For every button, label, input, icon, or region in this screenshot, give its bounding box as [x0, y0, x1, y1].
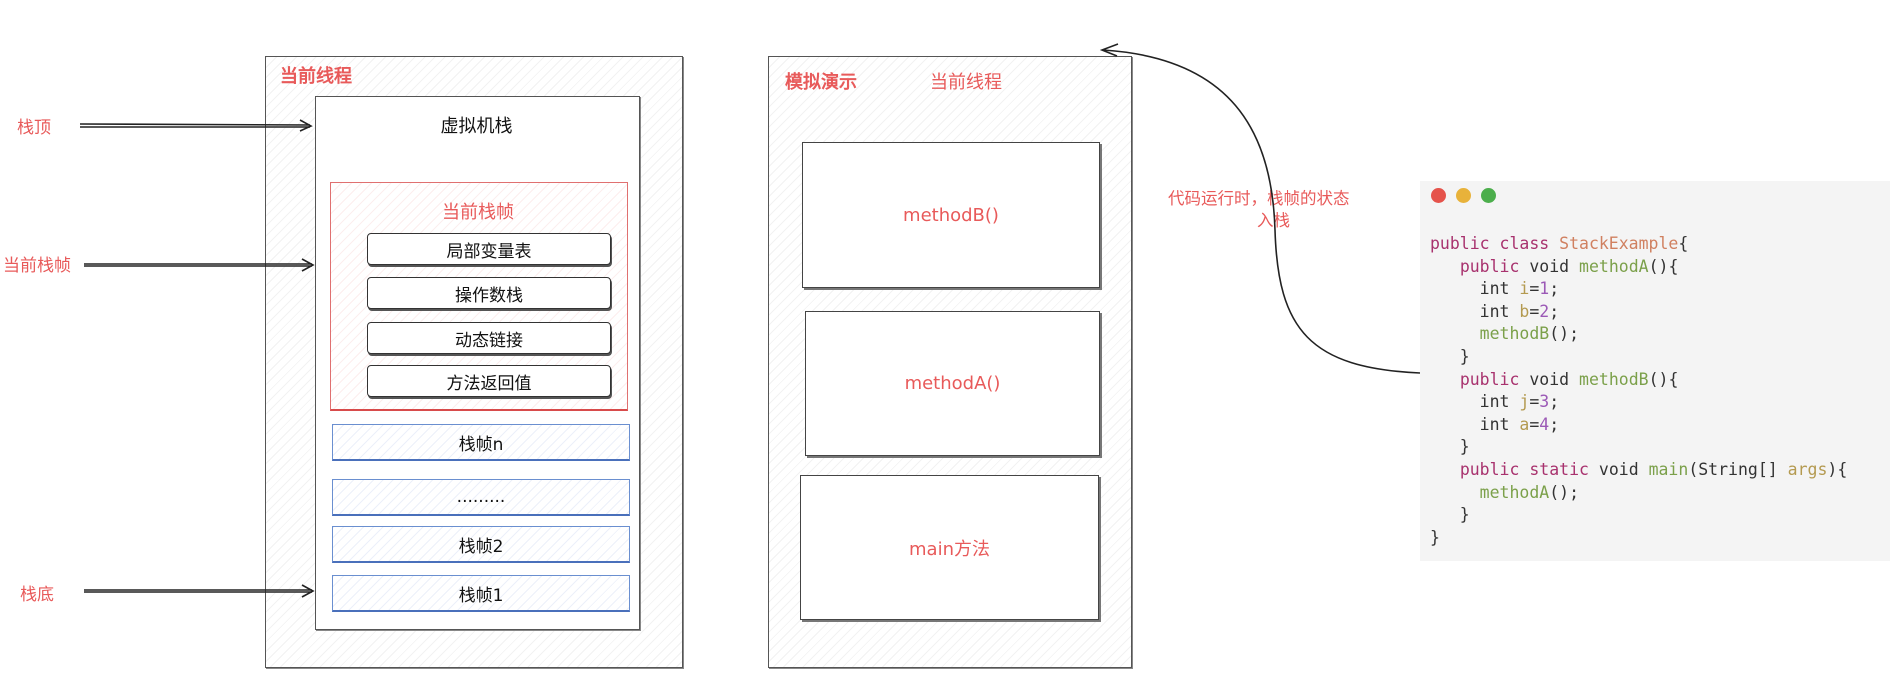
jvm-stack-title: 虚拟机栈 [440, 116, 513, 137]
thread-title: 当前线程 [280, 66, 352, 87]
operand-stack: 操作数栈 [367, 277, 611, 309]
frame-ellipsis: ......... [332, 479, 630, 516]
code-line: } [1430, 346, 1470, 366]
arrow-push-curve [1102, 49, 1421, 374]
demo-title: 模拟演示 [785, 72, 857, 93]
annotation-line-2: 入栈 [1257, 211, 1290, 230]
code-line: int b=2; [1430, 301, 1560, 321]
arrow-stack-bottom-head [301, 584, 315, 598]
code-line: int i=1; [1430, 279, 1560, 299]
demo-thread-title: 当前线程 [930, 72, 1002, 93]
code-line: public void methodA(){ [1459, 256, 1679, 276]
code-line: public void methodB(){ [1459, 369, 1679, 389]
main-method-frame: main方法 [800, 475, 1099, 620]
method-b-frame: methodB() [802, 142, 1100, 288]
code-line: int j=3; [1430, 392, 1560, 412]
local-variable-table: 局部变量表 [367, 233, 611, 265]
code-line: methodA(); [1479, 482, 1580, 502]
code-line: methodB(); [1479, 324, 1580, 344]
arrow-stack-top-head [299, 119, 313, 132]
code-line: public static void main(String[] args){ [1459, 459, 1848, 479]
annotation-line-1: 代码运行时，栈帧的状态 [1168, 189, 1350, 208]
code-panel [1420, 181, 1890, 561]
frame-1: 栈帧1 [332, 575, 630, 612]
code-line: } [1430, 437, 1470, 457]
window-maximize-dot [1481, 188, 1496, 203]
label-stack-top: 栈顶 [17, 118, 51, 138]
window-close-dot [1431, 188, 1446, 203]
method-a-frame: methodA() [805, 311, 1100, 456]
code-block: public class StackExample{ public void m… [1430, 233, 1847, 549]
window-minimize-dot [1456, 188, 1471, 203]
label-stack-bottom: 栈底 [20, 585, 54, 605]
frame-n: 栈帧n [332, 424, 630, 461]
dynamic-linking: 动态链接 [367, 322, 611, 354]
code-line: int a=4; [1430, 414, 1560, 434]
method-return-value: 方法返回值 [367, 365, 611, 397]
arrow-push-head [1099, 43, 1119, 57]
current-frame-title: 当前栈帧 [442, 202, 514, 223]
label-current-frame: 当前栈帧 [3, 256, 71, 276]
frame-2: 栈帧2 [332, 526, 630, 563]
code-line: } [1430, 505, 1470, 525]
code-line: public class StackExample{ [1430, 234, 1689, 253]
arrow-stack-top [79, 123, 311, 126]
arrow-current-frame-head [301, 258, 315, 272]
code-line: } [1430, 527, 1440, 547]
